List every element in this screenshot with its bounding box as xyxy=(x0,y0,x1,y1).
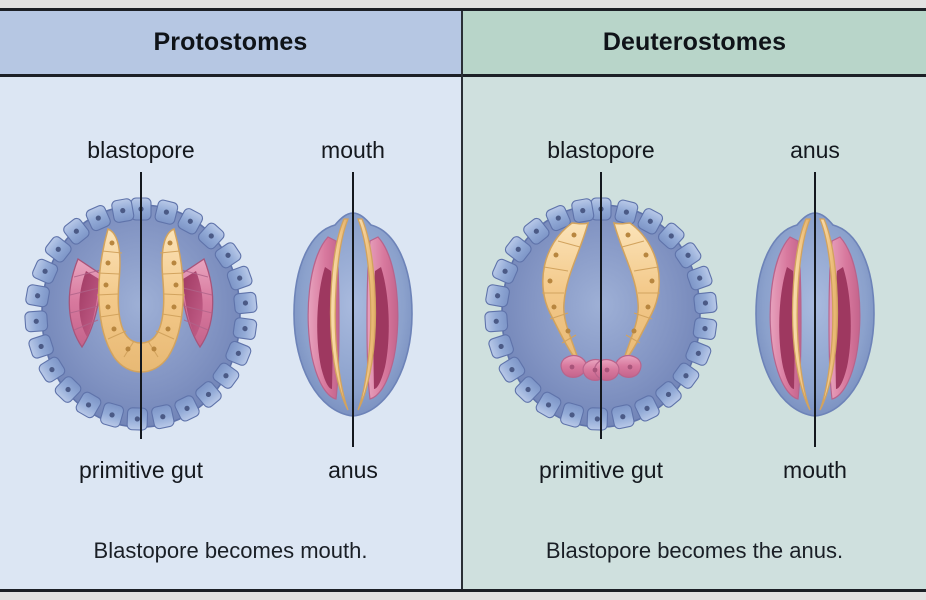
label-protostome-blastopore: blastopore xyxy=(87,137,195,163)
label-deuterostome-anus: anus xyxy=(790,137,840,163)
label-deuterostome-primitive-gut: primitive gut xyxy=(539,457,663,483)
column-deuterostomes: Deuterostomes blastopore primitive gut a… xyxy=(463,11,926,589)
label-protostome-mouth: mouth xyxy=(321,137,385,163)
primitive-gut-endoderm xyxy=(98,227,184,373)
deuterostome-diagram-area: blastopore primitive gut anus mouth xyxy=(463,77,926,589)
label-deuterostome-blastopore: blastopore xyxy=(547,137,655,163)
column-protostomes: Protostomes blastopore primitive gut mou… xyxy=(0,11,463,589)
label-protostome-anus: anus xyxy=(328,457,378,483)
mesoderm-right xyxy=(179,258,214,349)
mesoderm-left xyxy=(68,258,103,349)
leader-deuterostome-anus xyxy=(814,172,816,237)
figure-columns: Protostomes blastopore primitive gut mou… xyxy=(0,8,926,592)
label-deuterostome-mouth: mouth xyxy=(783,457,847,483)
leader-protostome-mouth xyxy=(352,172,354,237)
header-deuterostomes: Deuterostomes xyxy=(463,11,926,77)
caption-protostomes: Blastopore becomes mouth. xyxy=(93,538,368,563)
caption-deuterostomes: Blastopore becomes the anus. xyxy=(545,538,844,563)
label-protostome-primitive-gut: primitive gut xyxy=(79,457,203,483)
comparison-figure: Protostomes blastopore primitive gut mou… xyxy=(0,8,926,592)
header-protostomes: Protostomes xyxy=(0,11,461,77)
protostome-diagram-area: blastopore primitive gut mouth anus xyxy=(0,77,461,589)
